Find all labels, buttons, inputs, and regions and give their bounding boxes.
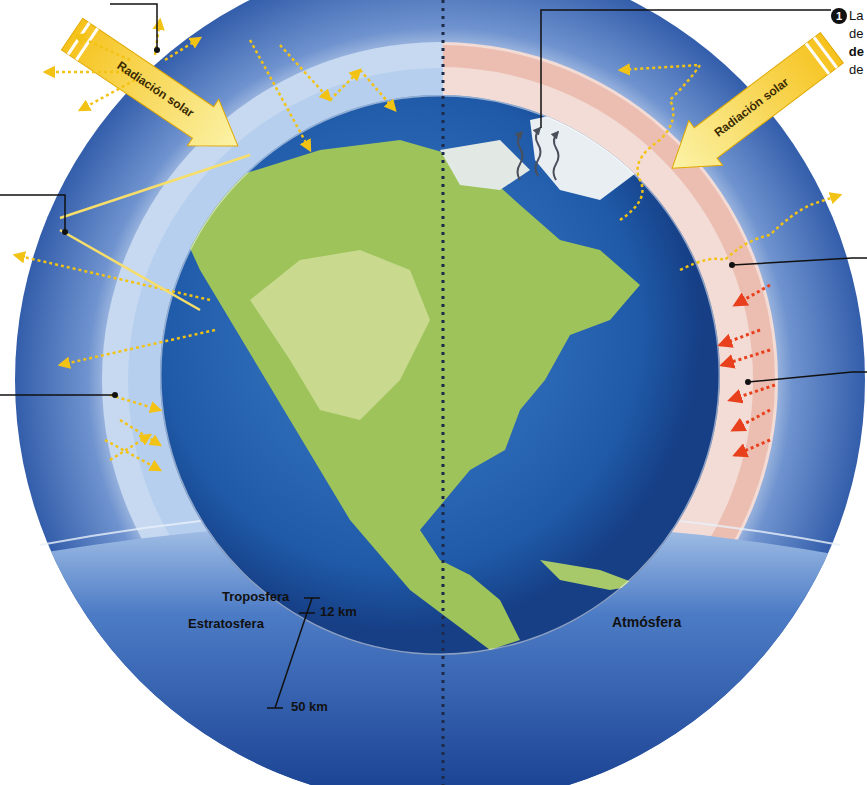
dimension: 12 km — [320, 605, 357, 620]
earth-ocean — [160, 95, 720, 655]
troposphere-band — [128, 68, 443, 575]
leader-dots — [62, 47, 751, 398]
callout-text: de — [849, 27, 863, 42]
callout-badge — [831, 8, 847, 24]
ir-ray — [60, 155, 250, 218]
callout-number: 1 — [836, 10, 842, 23]
ir-rays — [620, 65, 840, 270]
ir-ray — [60, 230, 200, 310]
leader-lines — [0, 4, 867, 395]
solar-arrow — [655, 25, 848, 190]
dimension: 50 km — [291, 700, 328, 715]
height-bracket — [267, 598, 320, 708]
returned-heat — [720, 285, 775, 455]
reflected-rays — [15, 20, 395, 470]
earth-land — [160, 95, 720, 655]
callout-text: de — [849, 63, 863, 78]
callout-text: La — [849, 9, 863, 24]
heat-waves — [518, 128, 559, 180]
stratosphere-band — [102, 42, 443, 575]
layer-name: Atmósfera — [612, 614, 681, 630]
divider-line — [442, 0, 445, 785]
solar-arrow — [56, 11, 253, 169]
layer-name: Troposfera — [222, 590, 289, 605]
layer-name: Estratosfera — [188, 617, 264, 632]
callout-text: de — [849, 45, 864, 60]
